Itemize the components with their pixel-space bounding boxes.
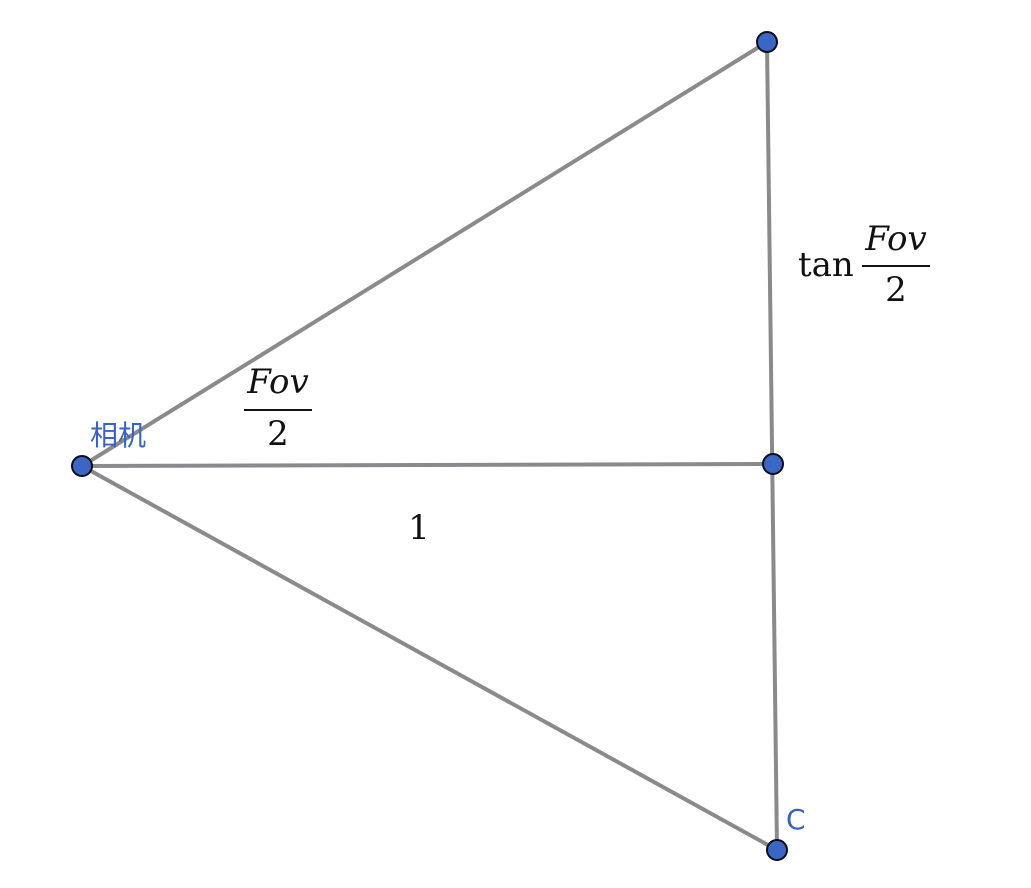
half-fov-numerator: Fov — [246, 362, 308, 402]
point-camera-label: 相机 — [90, 419, 146, 452]
half-fov-denominator: 2 — [267, 414, 289, 454]
segment-camera-to-c[interactable] — [80, 464, 779, 852]
segment-camera-to-top[interactable] — [80, 40, 769, 468]
opposite-numerator: Fov — [864, 219, 926, 259]
segment-camera-to-mid[interactable] — [80, 462, 775, 468]
point-c[interactable] — [766, 839, 788, 861]
half-fov-label: Fov 2 — [244, 362, 312, 454]
point-mid[interactable] — [762, 453, 784, 475]
opposite-tan-prefix: tan — [798, 245, 854, 285]
segment-top-to-c[interactable] — [765, 40, 779, 852]
point-camera[interactable] — [71, 455, 93, 477]
adjacent-length-label: 1 — [408, 508, 430, 548]
opposite-length-label: tan Fov 2 — [798, 219, 930, 310]
point-c-label: C — [786, 803, 806, 836]
point-top[interactable] — [756, 31, 778, 53]
opposite-denominator: 2 — [885, 270, 907, 310]
